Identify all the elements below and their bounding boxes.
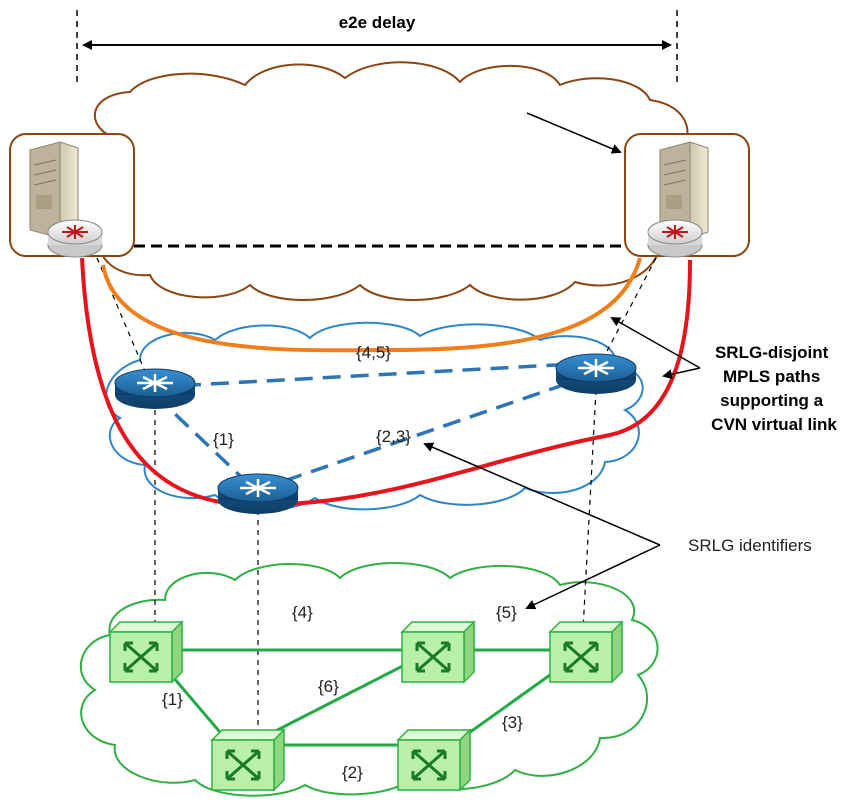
srlg-label-opt-6: {6} <box>318 677 339 696</box>
e2e-delay-label: e2e delay <box>339 13 416 32</box>
mpls-path-red <box>80 257 692 508</box>
router-left-icon <box>47 219 103 258</box>
router-right-icon <box>647 219 703 258</box>
srlg-label-opt-2: {2} <box>342 763 363 782</box>
server-left-icon <box>29 141 79 239</box>
srlg-label-opt-4: {4} <box>292 603 313 622</box>
mpls-path-orange <box>101 257 642 353</box>
optical-switch-5-icon <box>396 728 472 792</box>
ip-router-middle-icon <box>217 473 299 514</box>
ip-mpls-cloud <box>105 321 644 511</box>
ip-links <box>153 361 593 492</box>
cvn-cloud <box>85 61 689 301</box>
paths-annotation: SRLG-disjoint MPLS paths supporting a CV… <box>610 317 837 434</box>
paths-line-2: MPLS paths <box>723 367 820 386</box>
optical-switch-2-icon <box>400 620 476 684</box>
srlg-label-opt-1: {1} <box>162 690 183 709</box>
ip-router-left-icon <box>114 368 196 409</box>
srlg-label-opt-5: {5} <box>496 603 517 622</box>
datacenter-right <box>624 133 750 258</box>
datacenter-left <box>9 133 135 258</box>
srlg-label-ip-4-5: {4,5} <box>356 343 391 362</box>
optical-switch-3-icon <box>548 620 624 684</box>
srlg-label-opt-3: {3} <box>502 713 523 732</box>
dc-pointer-arrow <box>526 112 622 154</box>
e2e-delay-indicator: e2e delay <box>76 10 678 82</box>
srlg-identifiers-annotation: SRLG identifiers <box>423 442 812 610</box>
srlg-label-ip-2-3: {2,3} <box>376 427 411 446</box>
srlg-identifiers-label: SRLG identifiers <box>688 536 812 555</box>
paths-line-4: CVN virtual link <box>711 415 837 434</box>
paths-annotation-text: SRLG-disjoint MPLS paths supporting a CV… <box>711 343 837 434</box>
paths-line-1: SRLG-disjoint <box>715 343 829 362</box>
optical-switch-1-icon <box>108 620 184 684</box>
paths-line-3: supporting a <box>720 391 823 410</box>
ip-router-right-icon <box>555 353 637 394</box>
optical-switch-4-icon <box>210 728 286 792</box>
srlg-label-ip-1: {1} <box>213 430 234 449</box>
